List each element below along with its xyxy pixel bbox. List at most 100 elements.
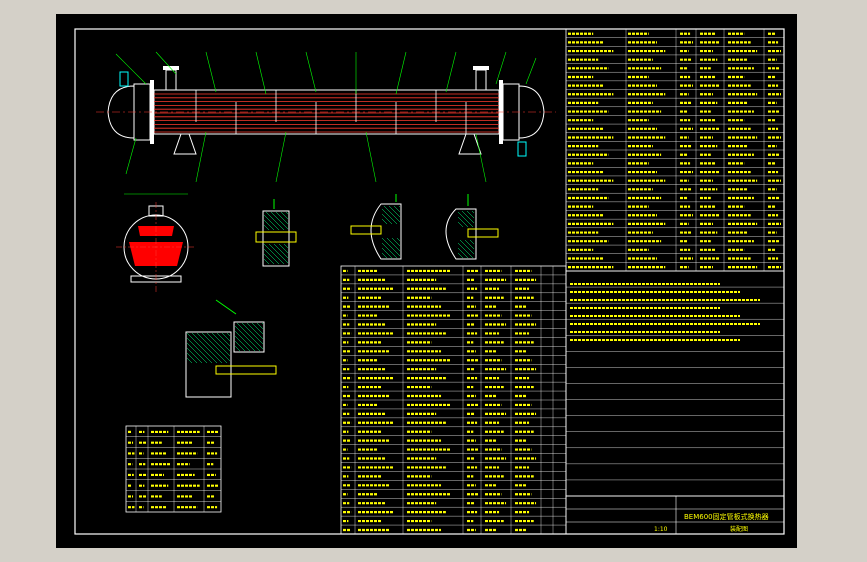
hatch-line (381, 242, 398, 259)
detail-1-hatch (263, 211, 289, 265)
exchanger-elevation-view (96, 51, 556, 183)
hatch-line (246, 322, 264, 340)
flange-leader (215, 299, 237, 315)
shell-inlet-flange (163, 66, 179, 70)
detail-2-hatch (381, 205, 401, 259)
hatch-line (186, 357, 193, 364)
hatch-line (191, 332, 223, 364)
leader-line (195, 131, 207, 183)
flange-right-block (233, 321, 265, 353)
tube-outlet-nozzle (517, 141, 527, 157)
flange-hatch (186, 322, 264, 364)
flange-bolt (215, 365, 277, 375)
hatch-line (280, 211, 289, 220)
shell-inlet-nozzle (165, 69, 177, 91)
saddle-support-left (173, 133, 197, 155)
leader-line (115, 53, 147, 85)
hatch-line (226, 332, 231, 337)
detail-view-2 (350, 194, 402, 260)
leader-line (275, 131, 287, 183)
shell-outlet-nozzle (475, 69, 487, 91)
hatch-line (471, 210, 475, 214)
detail-3-hatch (457, 210, 475, 259)
hatch-line (263, 253, 275, 265)
hatch-line (393, 205, 401, 213)
hatch-line (457, 211, 474, 228)
tube-bundle (154, 93, 499, 133)
detail-view-flange (185, 299, 277, 398)
hatch-line (221, 332, 231, 342)
drawing-title: BEM600固定管板式换热器 (684, 512, 769, 521)
leader-line (255, 51, 267, 95)
hatch-line (234, 330, 256, 352)
tube-inlet-nozzle (119, 71, 129, 87)
hatch-line (469, 239, 475, 245)
leader-line (125, 137, 137, 175)
hatch-line (381, 218, 388, 225)
hatch-line (381, 247, 393, 259)
hatch-line (396, 237, 401, 242)
hatch-line (234, 345, 241, 352)
hatch-line (256, 322, 264, 330)
hatch-line (461, 210, 475, 224)
hatch-line (391, 237, 401, 247)
shell-outlet-flange (473, 66, 489, 70)
hatch-line (283, 243, 289, 249)
hatch-line (457, 242, 474, 259)
saddle-support-right (458, 133, 482, 155)
title-block-frame (565, 495, 785, 535)
detail-view-3 (445, 194, 499, 260)
hatch-line (273, 243, 289, 259)
detail-3-tube (467, 228, 499, 238)
hatch-line (236, 322, 264, 350)
hatch-line (263, 224, 270, 231)
hatch-line (234, 335, 251, 352)
hatch-line (268, 243, 289, 264)
hatch-line (234, 340, 246, 352)
leader-line (305, 51, 317, 93)
leader-line (495, 51, 507, 85)
hatch-line (278, 243, 289, 254)
hatch-line (270, 211, 289, 230)
hatch-line (459, 239, 475, 255)
hatch-line (186, 352, 198, 364)
hatch-line (201, 332, 231, 362)
hatch-line (211, 332, 231, 352)
hatch-line (383, 205, 401, 223)
hatch-line (466, 210, 475, 219)
right-head (518, 85, 545, 139)
hatch-line (186, 337, 213, 364)
hatch-line (263, 219, 275, 231)
leader-line (525, 57, 537, 85)
part-leaders (115, 51, 537, 183)
leader-line (475, 133, 487, 183)
nozzle-table (125, 425, 222, 513)
detail-2-body (370, 203, 402, 260)
hatch-line (457, 252, 464, 259)
drawing-scale: 1:10 (654, 526, 668, 533)
hatch-line (457, 216, 469, 228)
leader-line (395, 51, 407, 95)
parts-list-table (340, 265, 567, 535)
hatch-line (388, 205, 401, 218)
hatch-line (196, 332, 228, 364)
hatch-line (275, 211, 289, 225)
hatch-line (457, 221, 464, 228)
title-block: BEM600固定管板式换热器 装配图 1:10 (565, 495, 785, 535)
hatch-line (457, 247, 469, 259)
hatch-line (186, 347, 203, 364)
hatch-line (251, 322, 264, 335)
hatch-line (265, 211, 285, 231)
hatch-line (234, 325, 261, 352)
detail-1-tube (255, 231, 297, 243)
hatch-line (263, 258, 270, 265)
leader-line (155, 51, 177, 75)
hatch-line (206, 332, 231, 357)
detail-1-body (262, 210, 290, 267)
leader-line (445, 51, 457, 93)
design-data-table (565, 28, 785, 272)
hatch-line (464, 239, 475, 250)
hatch-line (381, 213, 393, 225)
hatch-line (186, 342, 208, 364)
